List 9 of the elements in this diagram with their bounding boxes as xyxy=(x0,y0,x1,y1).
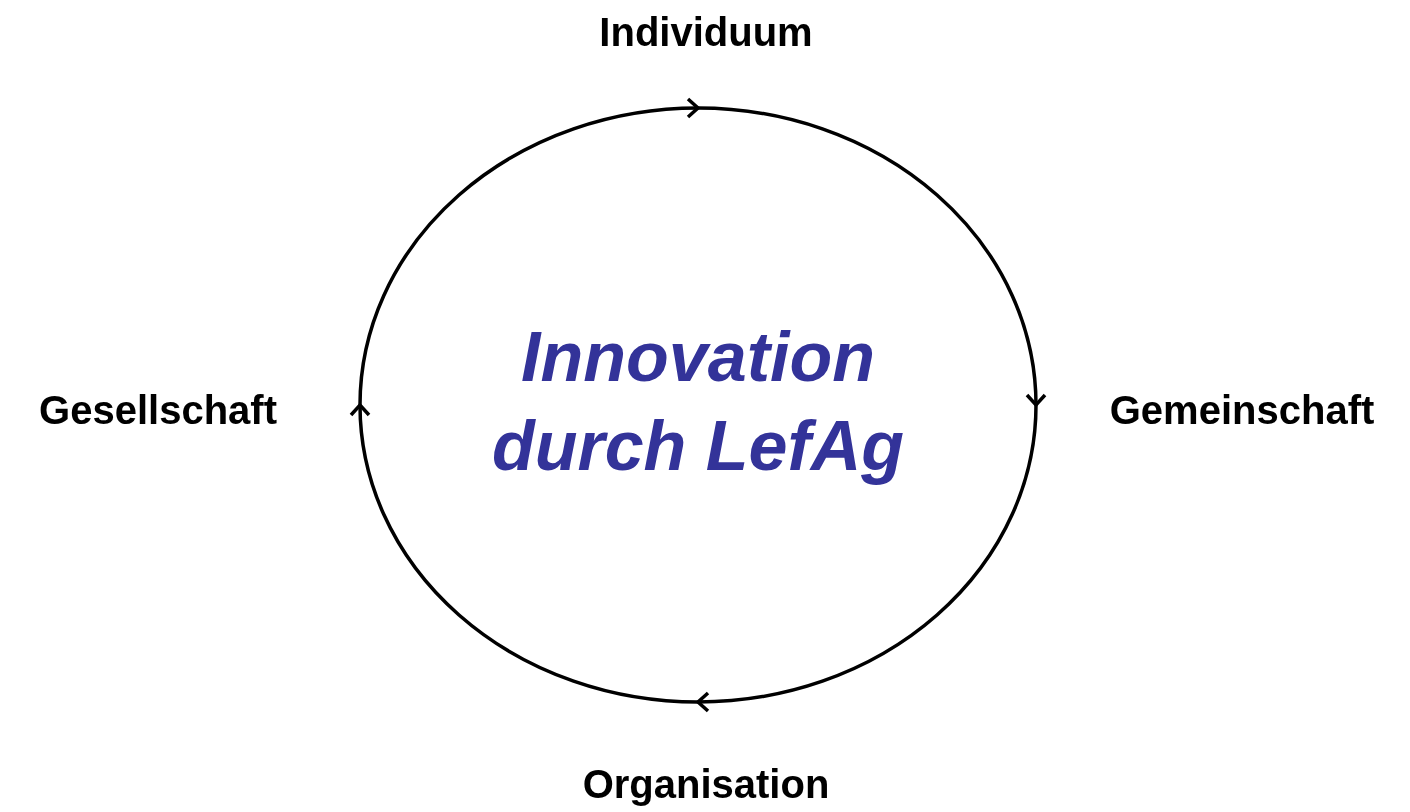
arrow xyxy=(696,404,1038,713)
arrow xyxy=(697,106,1047,407)
cycle-stage-label: Individuum xyxy=(599,10,813,54)
arrow xyxy=(358,97,700,406)
cycle-stage-label: Gemeinschaft xyxy=(1109,388,1375,432)
arrow xyxy=(349,403,699,704)
cycle-stage-label: Gesellschaft xyxy=(39,388,277,432)
cycle-stage-label: Organisation xyxy=(582,762,830,806)
center-title: Innovation durch LefAg xyxy=(490,317,906,487)
